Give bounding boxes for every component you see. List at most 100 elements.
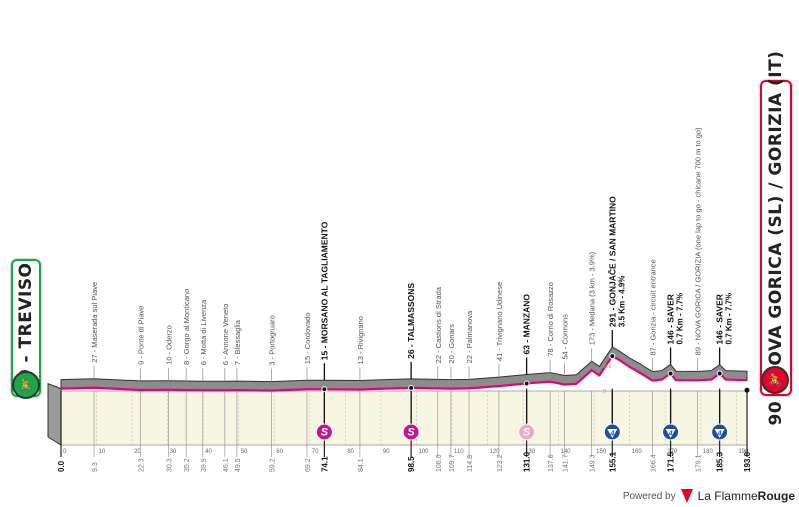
finish-box: 90 - NOVA GORICA (SL) / GORIZIA (IT)	[760, 51, 792, 425]
km-label: 22.3	[138, 458, 145, 472]
waypoint-label: 6 - Motta di Livenza	[199, 299, 208, 365]
climb-stats-label: 0.7 Km - 7.7%	[676, 293, 685, 345]
waypoint-label: 20 - Gonars	[447, 324, 456, 364]
km-label: 123.2	[497, 454, 504, 472]
km-label: 166.4	[650, 454, 657, 472]
km-label: 114.8	[467, 455, 474, 472]
km-label: 179.1	[696, 454, 703, 472]
relief-left-wall	[47, 382, 62, 446]
x-tick-label: 80	[347, 449, 354, 455]
x-tick-label: 70	[312, 449, 319, 455]
km-label: 131.0	[523, 451, 532, 472]
sprint-icon	[315, 423, 333, 441]
altitude-label: 208	[603, 364, 612, 370]
brand-name-a: La Flamme	[697, 489, 758, 503]
km-label: 171.5	[667, 451, 676, 472]
altitude-label: 0	[603, 389, 606, 395]
marker-letter: S	[523, 427, 531, 439]
waypoint-label: 13 - Rivignano	[356, 316, 365, 364]
waypoint-label: 146 - SAVER	[666, 294, 676, 344]
waypoint-label: 22 - Castions di Strada	[434, 286, 443, 363]
x-tick-label: 130	[525, 449, 536, 455]
km-label: 109.7	[449, 454, 456, 472]
x-tick-label: 170	[667, 449, 678, 455]
powered-prefix: Powered by	[622, 490, 676, 502]
waypoint-label: 9 - Ponte di Piave	[136, 306, 145, 365]
waypoint-label: 63 - MANZANO	[522, 294, 532, 355]
waypoint-label: 54 - Cormons	[561, 314, 570, 360]
x-tick-label: 90	[383, 449, 390, 455]
waypoint-label: 146 - SAVER	[715, 294, 725, 344]
kom-triangle	[607, 429, 618, 438]
km-label: 106.0	[436, 454, 443, 472]
x-tick-label: 40	[205, 449, 212, 455]
brand-name-b: Rouge	[757, 489, 795, 503]
x-tick-label: 180	[703, 449, 714, 455]
km-label: 35.2	[184, 458, 191, 472]
marker-dot	[321, 386, 328, 393]
waypoint-label: 87 - Gorizia - circuit entrance	[648, 259, 657, 355]
x-tick-label: 0	[63, 449, 67, 455]
x-tick-label: 160	[632, 449, 643, 455]
marker-letter: S	[321, 427, 329, 439]
marker-letter: 4	[717, 431, 722, 438]
x-tick-label: 30	[170, 449, 177, 455]
waypoint-label: 89 - NOVA GORICA / GORIZIA (one lap to g…	[694, 127, 703, 355]
x-tick-label: 10	[99, 449, 106, 455]
waypoint-label: 27 - Maserada sul Piave	[90, 282, 99, 363]
flamme-rouge-logo-icon	[680, 489, 693, 503]
brand-name: La FlammeRouge	[698, 489, 795, 503]
waypoint-label: 8 - Gorgo al Monticano	[182, 289, 191, 365]
waypoint-label: 26 - TALMASSONS	[406, 283, 416, 359]
marker-letter: 4	[668, 431, 673, 438]
waypoint-label: 10 - Oderzo	[165, 325, 174, 365]
x-tick-label: 190	[738, 449, 749, 455]
km-label: 193.0	[743, 451, 752, 472]
waypoint-label: 291 - GONJAČE / SAN MARTINO	[606, 196, 617, 327]
km-label: 49.5	[235, 458, 242, 472]
x-tick-label: 50	[241, 449, 248, 455]
waypoint-label: 7 - Blessaglia	[233, 319, 242, 365]
marker-letter: S	[407, 427, 415, 439]
km-label: 84.1	[358, 458, 365, 472]
x-tick-label: 120	[490, 449, 501, 455]
x-tick-label: 20	[134, 449, 141, 455]
kom-triangle	[714, 429, 725, 438]
km-label: 149.3	[590, 454, 597, 472]
sprint-icon	[402, 423, 420, 441]
km-label: 69.2	[305, 458, 312, 472]
waypoint-label: 15 - MORSANO AL TAGLIAMENTO	[319, 221, 329, 360]
x-tick-label: 110	[454, 449, 464, 455]
waypoint-label: 15 - Cordovado	[303, 312, 312, 364]
marker-dot	[667, 370, 674, 377]
marker-dot	[609, 353, 616, 360]
km-label: 137.6	[548, 454, 555, 472]
km-label: 74.1	[320, 456, 329, 472]
sprint-icon	[518, 423, 536, 441]
km-label: 9.3	[92, 462, 99, 472]
x-tick-label: 60	[276, 449, 283, 455]
marker-letter: 4	[609, 431, 614, 438]
km-label: 185.3	[716, 451, 725, 472]
x-tick-label: 150	[596, 449, 607, 455]
climb-stats-label: 0.7 Km - 7.7%	[725, 293, 734, 345]
marker-dot	[716, 370, 723, 377]
km-label: 46.1	[223, 458, 230, 472]
marker-dot	[408, 384, 415, 391]
marker-dot	[523, 380, 530, 387]
waypoint-label: 78 - Corno di Rosazzo	[546, 282, 555, 357]
plot-area	[60, 390, 748, 446]
km-label: 141.7	[563, 454, 570, 472]
finish-bike-icon: 🚴	[761, 366, 789, 394]
km-label: 155.1	[608, 451, 617, 472]
waypoint-label: 41 - Trivignano Udinese	[495, 282, 504, 361]
km-label: 98.5	[407, 456, 416, 472]
km-label: 39.9	[201, 458, 208, 472]
start-bike-icon: 🚴	[12, 371, 40, 399]
finish-dot	[744, 387, 750, 393]
x-tick-label: 140	[561, 449, 572, 455]
x-tick-label: 100	[418, 449, 429, 455]
km-label: 30.3	[167, 458, 174, 472]
waypoint-label: 173 - Medana (3 km - 3.9%)	[588, 251, 597, 345]
